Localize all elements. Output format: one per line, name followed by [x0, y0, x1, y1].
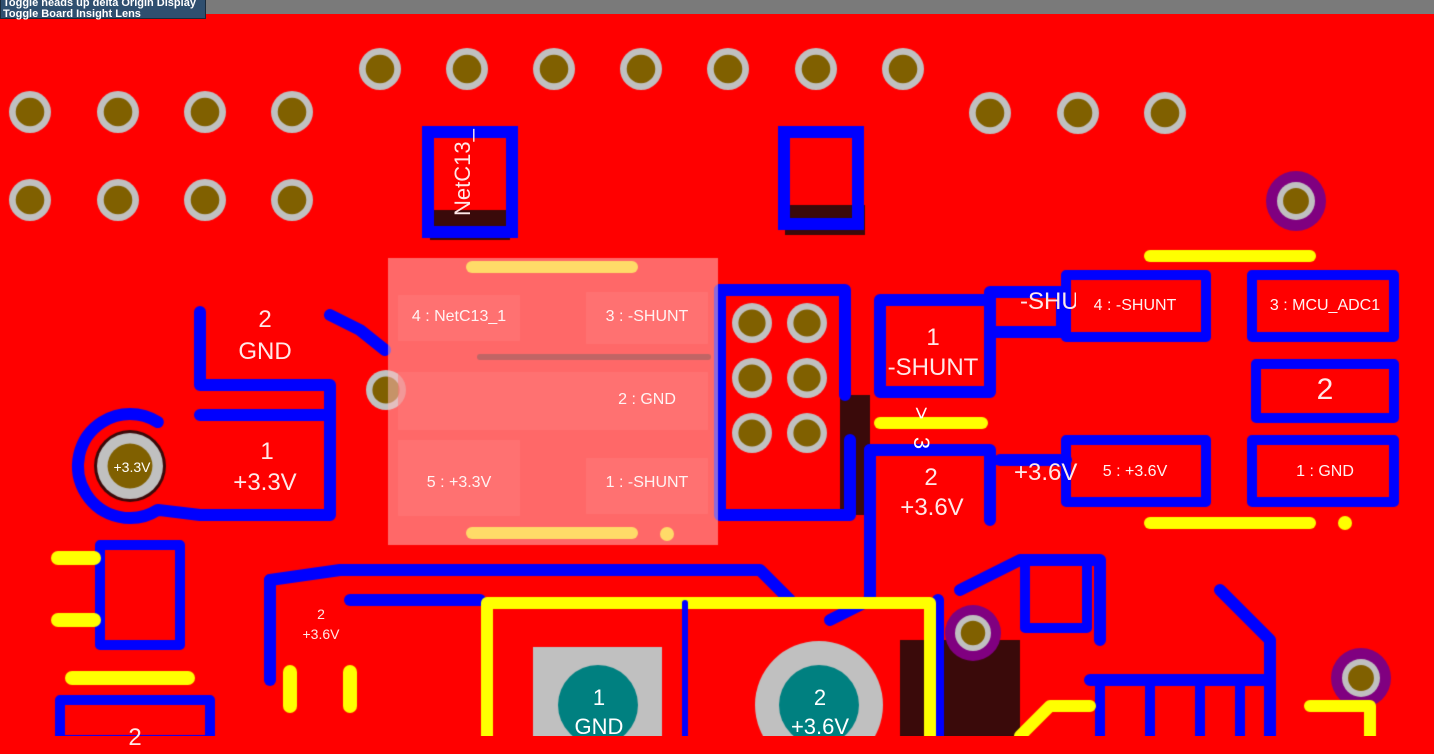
menu-item-toggle-insight-lens[interactable]: Toggle Board Insight Lens: [3, 8, 141, 20]
heads-up-menu[interactable]: Toggle heads up delta Origin Display Tog…: [0, 0, 206, 20]
title-strip: [0, 0, 1434, 14]
menu-item-toggle-delta-origin[interactable]: Toggle heads up delta Origin Display: [3, 0, 196, 9]
pcb-layout-canvas[interactable]: [0, 0, 1434, 736]
